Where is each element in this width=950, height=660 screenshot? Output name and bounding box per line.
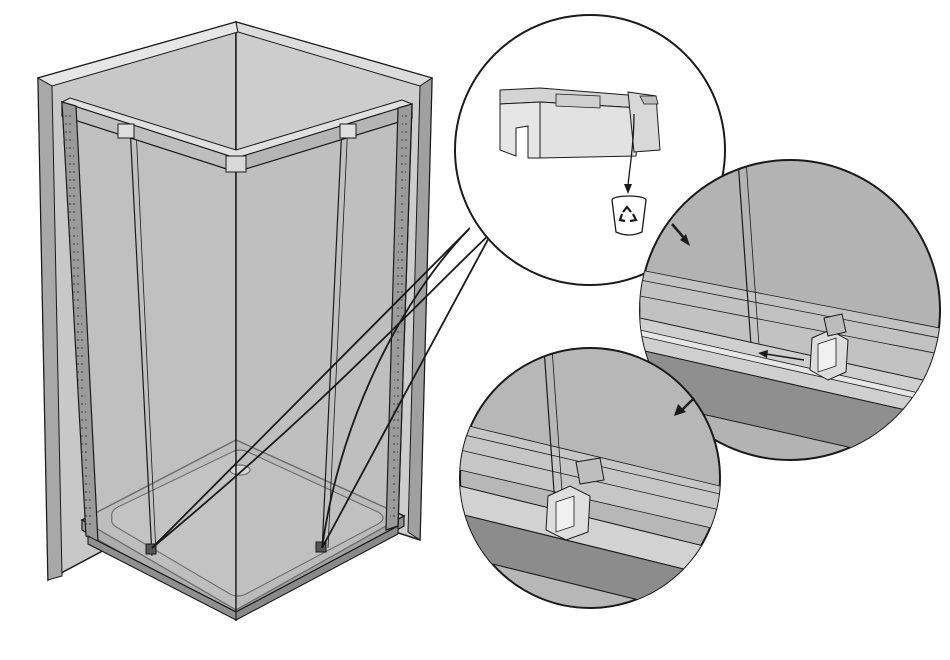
roller-left: [118, 124, 134, 138]
roller-right: [340, 124, 356, 138]
corner-connector: [226, 156, 246, 172]
zoom-step-clip-fitted: [460, 348, 720, 620]
recycle-bin-icon: [612, 196, 646, 235]
glass-panels: [62, 102, 412, 612]
shower-enclosure: [38, 22, 432, 620]
